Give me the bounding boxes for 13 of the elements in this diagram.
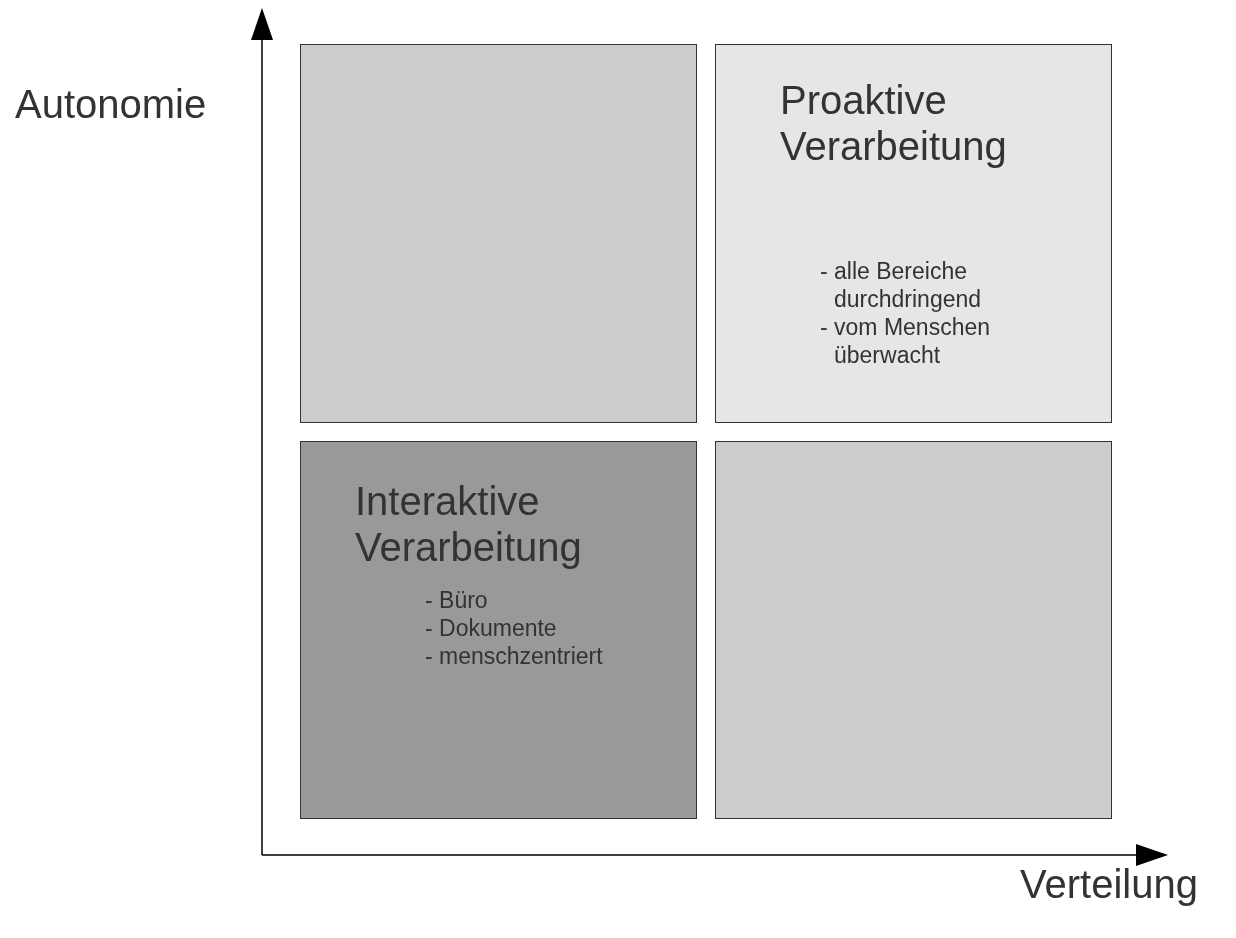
quadrant-title: Proaktive Verarbeitung (780, 77, 1008, 169)
bullet-item: - Dokumente (425, 614, 558, 642)
quadrant-box (715, 44, 1112, 423)
bullet-item: - Büro (425, 586, 489, 614)
quadrant-title: Interaktive Verarbeitung (355, 478, 583, 570)
quadrant-box (300, 441, 697, 819)
empty-box (715, 441, 1112, 819)
axis-label: Autonomie (15, 82, 207, 127)
bullet-item: - alle Bereiche durchdringend (820, 257, 983, 313)
axis-label: Verteilung (1020, 862, 1198, 907)
bullet-item: - vom Menschen überwacht (820, 313, 991, 369)
bullet-item: - menschzentriert (425, 642, 604, 670)
empty-box (300, 44, 697, 423)
